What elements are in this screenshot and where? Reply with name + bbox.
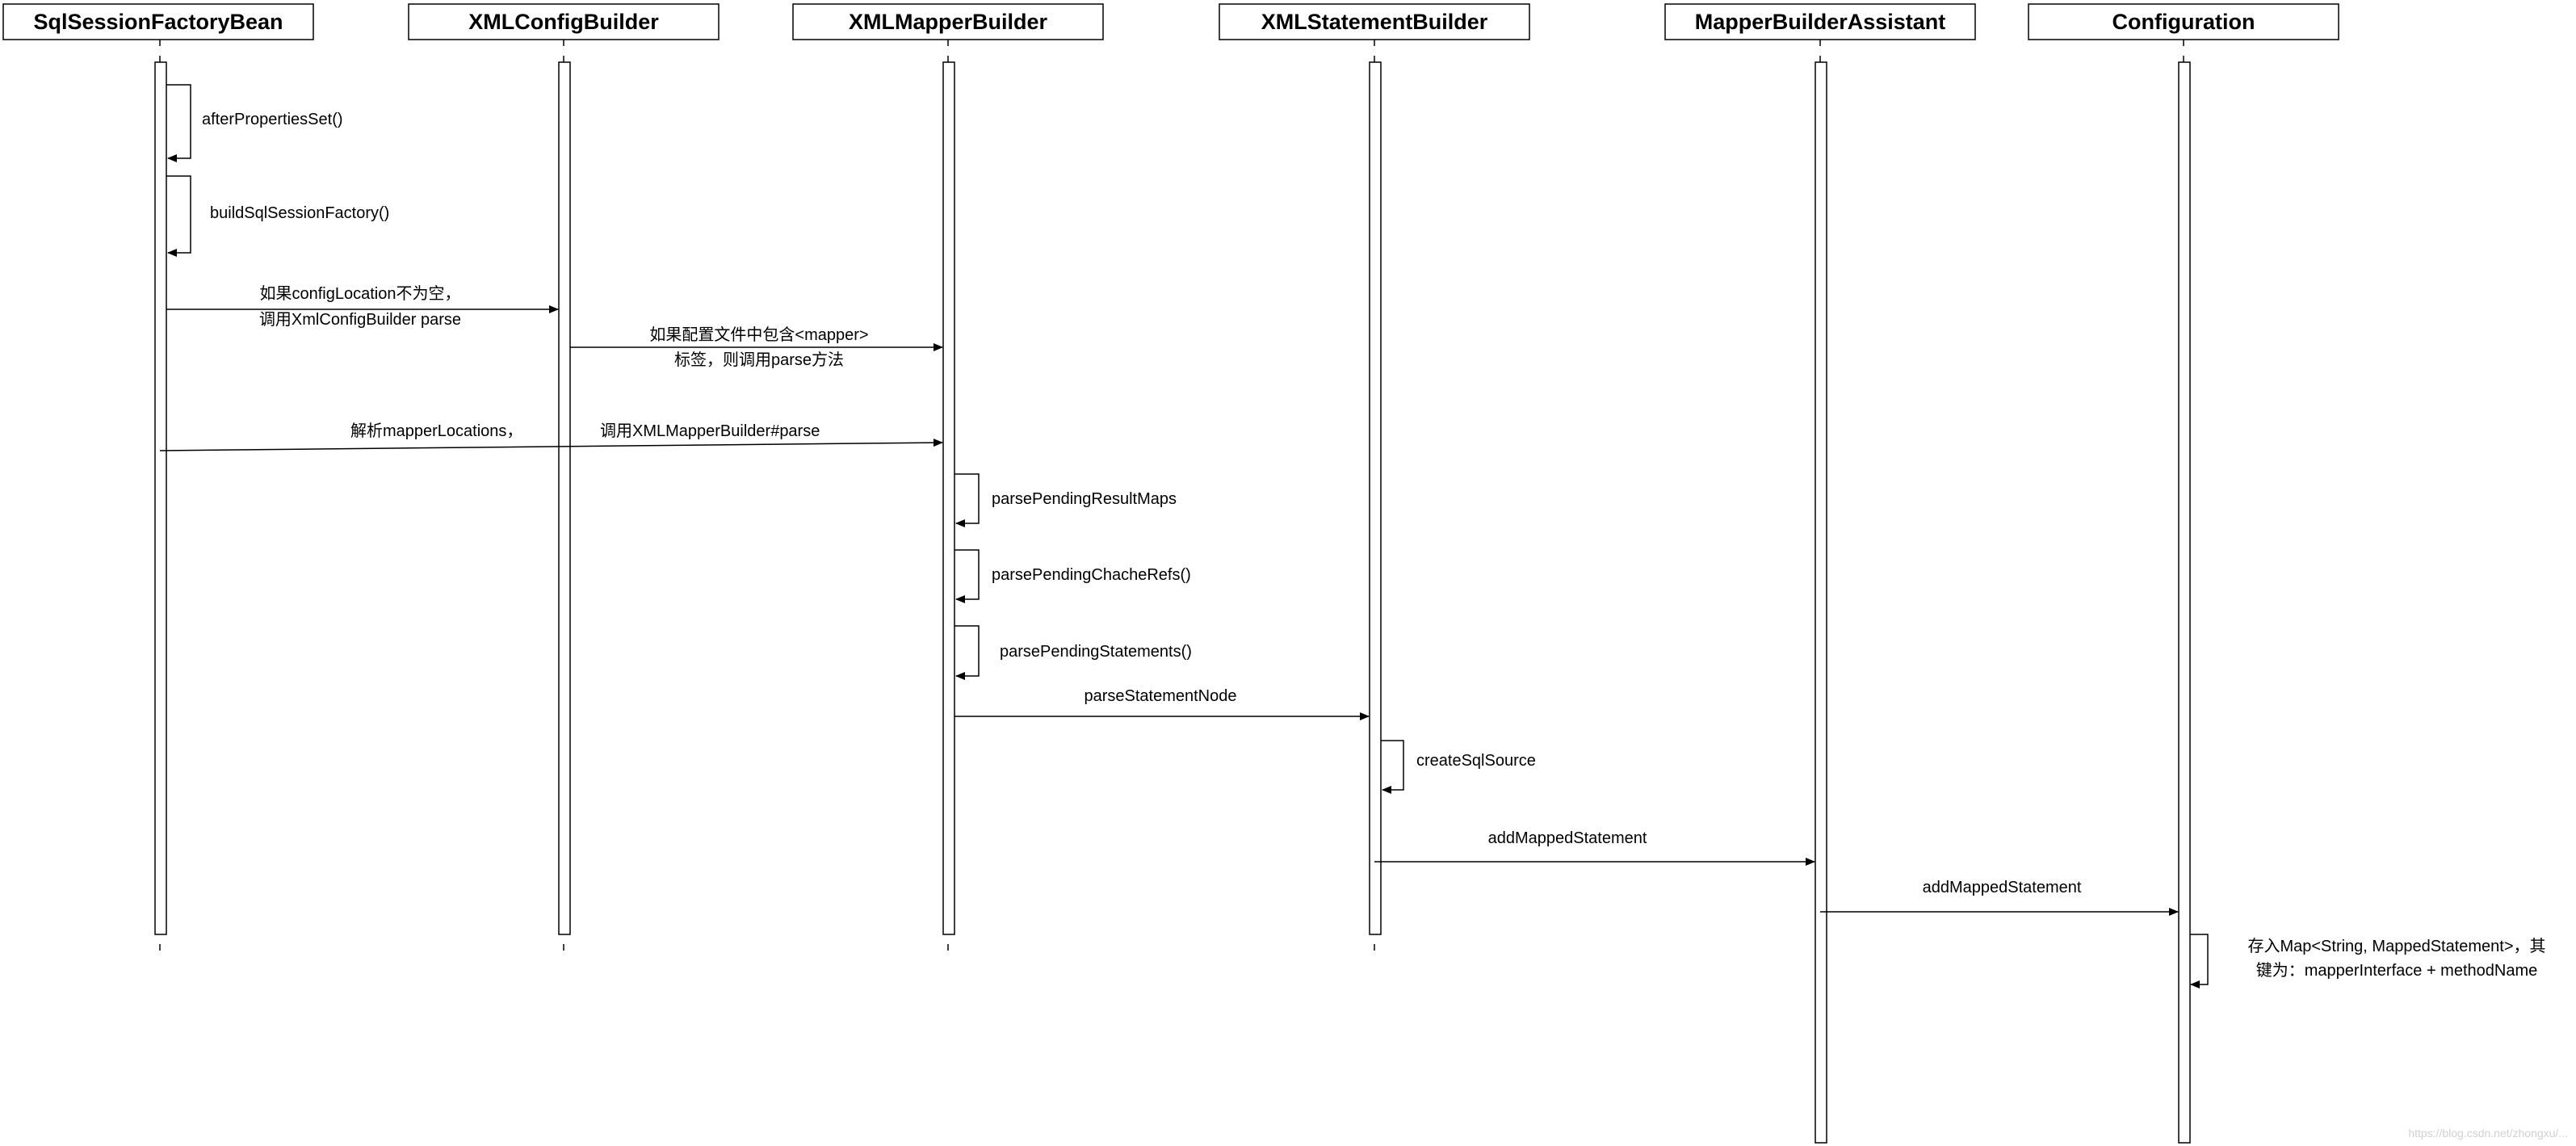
message-label-line1: 如果configLocation不为空， [260,284,461,303]
message-addmappedstatement-1: addMappedStatement [1374,829,1815,866]
message-label-line2: 调用XmlConfigBuilder parse [259,310,461,329]
self-message-createsqlsource: createSqlSource [1381,740,1536,794]
participant-label: Configuration [2112,10,2255,34]
participant-label: MapperBuilderAssistant [1695,10,1946,34]
message-label-line1: 存入Map<String, MappedStatement>，其 [2247,937,2545,955]
watermark: https://blog.csdn.net/zhongxu/... [2408,1127,2568,1140]
self-message-store-map: 存入Map<String, MappedStatement>，其 键为：mapp… [2190,934,2546,989]
message-label-line1: 如果配置文件中包含<mapper> [649,325,868,344]
self-message-afterpropertiesset: afterPropertiesSet() [166,84,343,162]
activation-bar [558,61,571,935]
message-label: buildSqlSessionFactory() [210,204,389,222]
message-label: parsePendingResultMaps [992,490,1177,508]
message-label: parseStatementNode [1084,687,1236,705]
message-label: addMappedStatement [1488,829,1647,847]
message-label: parsePendingChacheRefs() [992,566,1191,584]
participant-xmlstatementbuilder: XMLStatementBuilder [1219,3,1530,40]
activation-bar [942,61,955,935]
message-label: addMappedStatement [1923,879,2082,896]
participant-label: XMLStatementBuilder [1261,10,1488,34]
message-mapper-parse: 如果配置文件中包含<mapper> 标签，则调用parse方法 [570,325,943,369]
participant-label: XMLMapperBuilder [849,10,1048,34]
activation-bar [1369,61,1382,935]
participant-sqlsessionfactorybean: SqlSessionFactoryBean [2,3,314,40]
message-label-part1: 解析mapperLocations， [350,422,522,440]
self-message-parsependingchacherefs: parsePendingChacheRefs() [954,549,1191,603]
participant-label: XMLConfigBuilder [468,10,659,34]
message-label-line2: 键为：mapperInterface + methodName [2256,961,2538,980]
message-label: createSqlSource [1416,752,1536,770]
participant-mapperbuilderassistant: MapperBuilderAssistant [1664,3,1976,40]
self-message-parsependingresultmaps: parsePendingResultMaps [954,473,1177,527]
activation-bar [154,61,167,935]
self-message-parsependingstatements: parsePendingStatements() [954,625,1192,680]
message-mapperlocations-parse: 解析mapperLocations， 调用XMLMapperBuilder#pa… [159,422,943,451]
participant-configuration: Configuration [2028,3,2339,40]
participant-xmlconfigbuilder: XMLConfigBuilder [408,3,720,40]
message-configlocation-parse: 如果configLocation不为空， 调用XmlConfigBuilder … [166,284,559,329]
message-label: afterPropertiesSet() [202,111,343,128]
message-label-line2: 标签，则调用parse方法 [674,351,844,369]
message-parsestatementnode: parseStatementNode [954,687,1370,720]
activation-bar [2178,61,2191,1144]
participant-xmlmapperbuilder: XMLMapperBuilder [792,3,1104,40]
message-label-part2: 调用XMLMapperBuilder#parse [600,422,820,440]
message-addmappedstatement-2: addMappedStatement [1820,879,2179,916]
participant-label: SqlSessionFactoryBean [33,10,283,34]
self-message-buildsqlsessionfactory: buildSqlSessionFactory() [166,175,389,257]
activation-bar [1815,61,1827,1144]
message-label: parsePendingStatements() [1000,643,1192,661]
